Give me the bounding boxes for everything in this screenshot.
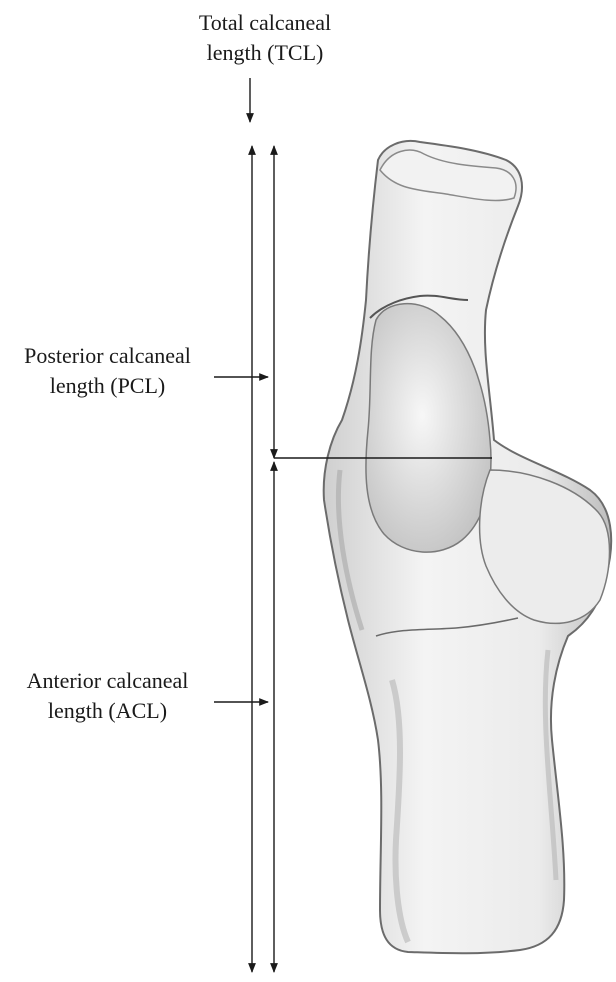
calcaneus-bone-drawing xyxy=(324,141,611,953)
